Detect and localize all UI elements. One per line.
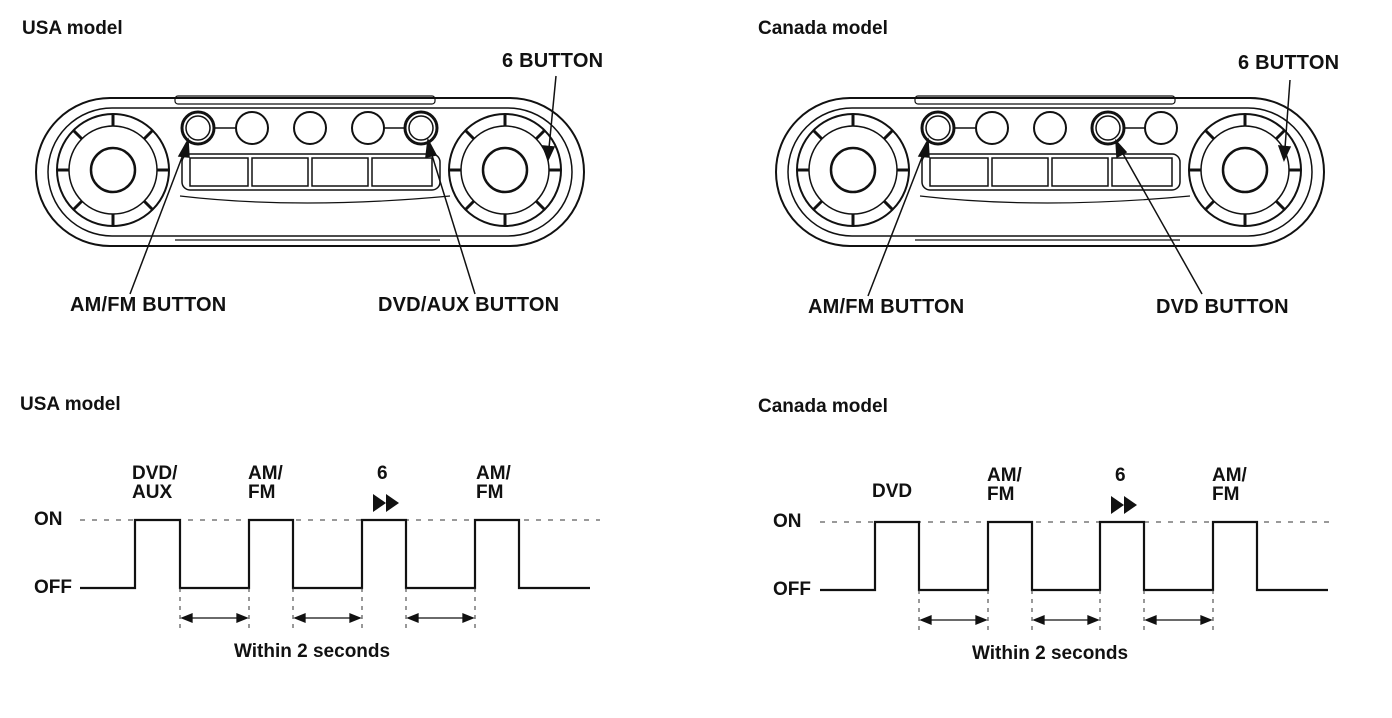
usa-interval-caption: Within 2 seconds bbox=[234, 641, 391, 662]
canada-leader-lines bbox=[867, 79, 1292, 297]
fast-forward-icon bbox=[373, 494, 399, 512]
canada-timing-diagram: Canada model DVD AM/ FM 6 AM/ FM ON OFF … bbox=[740, 380, 1392, 700]
usa-leader-lines bbox=[129, 75, 557, 295]
usa-dvd-aux-button-label: DVD/AUX BUTTON bbox=[378, 294, 560, 316]
usa-display bbox=[181, 153, 441, 191]
canada-interval-caption: Within 2 seconds bbox=[972, 643, 1129, 664]
usa-pulse-label-amfm-1: AM/ FM bbox=[248, 463, 283, 503]
canada-timing-waveform bbox=[820, 496, 1330, 632]
interval-guides bbox=[179, 588, 476, 630]
usa-left-knob bbox=[56, 113, 170, 227]
canada-right-knob bbox=[1188, 113, 1302, 227]
canada-timing-title: Canada model bbox=[758, 396, 888, 417]
usa-pulse-label-6: 6 bbox=[377, 463, 388, 484]
canada-control-panel bbox=[775, 79, 1325, 297]
fast-forward-icon bbox=[1111, 496, 1137, 514]
usa-pulse-label-amfm-2: AM/ FM bbox=[476, 463, 511, 503]
canada-panel-title: Canada model bbox=[758, 18, 888, 39]
canada-preset-buttons bbox=[920, 110, 1178, 146]
usa-right-knob bbox=[448, 113, 562, 227]
canada-off-label: OFF bbox=[773, 579, 811, 600]
canada-display bbox=[921, 153, 1181, 191]
canada-pulse-label-amfm-1: AM/ FM bbox=[987, 465, 1022, 505]
panel-inner-body bbox=[47, 107, 573, 237]
usa-control-panel bbox=[35, 75, 585, 295]
canada-pulse-label-dvd: DVD bbox=[872, 481, 913, 502]
canada-left-knob bbox=[796, 113, 910, 227]
canada-dvd-button-label: DVD BUTTON bbox=[1156, 296, 1289, 318]
usa-amfm-button-label: AM/FM BUTTON bbox=[70, 294, 227, 316]
usa-six-button-label: 6 BUTTON bbox=[502, 50, 604, 72]
usa-preset-buttons bbox=[180, 110, 439, 146]
canada-six-button-label: 6 BUTTON bbox=[1238, 52, 1340, 74]
interval-arrows bbox=[180, 613, 475, 623]
usa-timing-diagram: USA model DVD/ AUX AM/ FM 6 AM/ FM ON OF… bbox=[0, 380, 696, 700]
usa-panel-title: USA model bbox=[22, 18, 123, 39]
canada-panel-diagram: Canada model 6 BUTTON AM/FM BUTTON DVD B… bbox=[740, 0, 1392, 360]
usa-on-label: ON bbox=[34, 509, 63, 530]
usa-pulse-label-dvd-aux: DVD/ AUX bbox=[132, 463, 178, 503]
arrow-head bbox=[425, 137, 438, 158]
canada-pulse-label-amfm-2: AM/ FM bbox=[1212, 465, 1247, 505]
usa-timing-title: USA model bbox=[20, 394, 121, 415]
usa-off-label: OFF bbox=[34, 577, 72, 598]
usa-panel-diagram: USA model 6 BUTTON AM/FM BUTTON DVD/AUX … bbox=[0, 0, 696, 360]
canada-on-label: ON bbox=[773, 511, 802, 532]
panel-top-strip bbox=[174, 95, 436, 105]
usa-timing-waveform bbox=[80, 494, 600, 630]
canada-amfm-button-label: AM/FM BUTTON bbox=[808, 296, 965, 318]
arrow-head bbox=[177, 137, 190, 158]
arrow-head bbox=[541, 145, 556, 162]
canada-pulse-label-6: 6 bbox=[1115, 465, 1126, 486]
signal-waveform bbox=[80, 518, 590, 590]
panel-outer-body bbox=[35, 97, 585, 247]
